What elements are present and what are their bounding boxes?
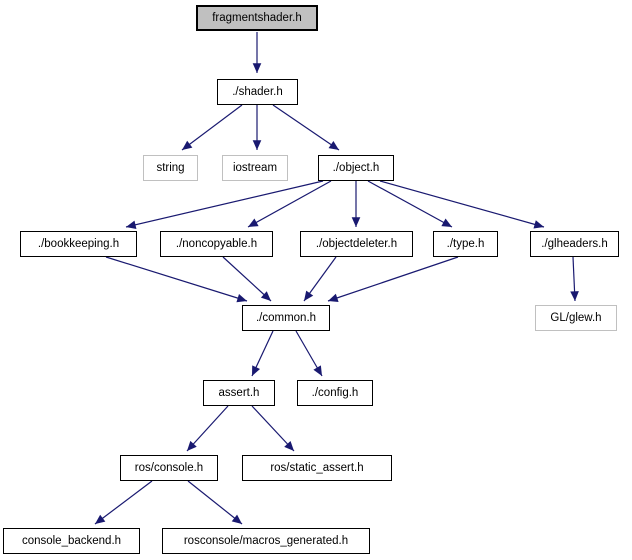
edge-object-to-noncopyable [247,180,332,228]
node-fragmentshader-h: fragmentshader.h [196,5,318,31]
node-glheaders-h[interactable]: ./glheaders.h [530,231,619,257]
edge-object-to-type [367,180,453,228]
edge-glheaders-to-glew [570,256,579,302]
node-rosconsole-macros-generated-h[interactable]: rosconsole/macros_generated.h [162,528,370,554]
edge-bookkeeping-to-common [105,256,248,303]
edge-objectdeleter-to-common [303,256,337,302]
node-object-h[interactable]: ./object.h [318,155,394,181]
edge-object-to-bookkeeping [125,180,324,229]
node-console-backend-h[interactable]: console_backend.h [3,528,140,554]
node-noncopyable-h[interactable]: ./noncopyable.h [160,231,273,257]
node-objectdeleter-h[interactable]: ./objectdeleter.h [300,231,413,257]
edge-assert-to-ros-static-assert [251,405,295,452]
edge-shader-to-string [181,104,243,151]
node-type-h[interactable]: ./type.h [433,231,498,257]
node-gl-glew-h: GL/glew.h [535,305,617,331]
node-string: string [143,155,198,181]
node-iostream: iostream [222,155,288,181]
node-assert-h[interactable]: assert.h [203,380,275,406]
node-ros-console-h[interactable]: ros/console.h [120,455,218,481]
edge-common-to-assert [251,330,274,377]
node-shader-h[interactable]: ./shader.h [217,79,298,105]
node-bookkeeping-h[interactable]: ./bookkeeping.h [20,231,137,257]
node-config-h[interactable]: ./config.h [297,380,373,406]
edge-noncopyable-to-common [222,256,272,302]
edge-ros-console-to-console-backend [94,480,153,525]
edge-shader-to-object [272,104,340,151]
node-common-h[interactable]: ./common.h [242,305,330,331]
edge-assert-to-ros-console [186,405,229,452]
node-ros-static-assert-h[interactable]: ros/static_assert.h [242,455,392,481]
edge-ros-console-to-macros-generated [187,480,243,525]
edge-type-to-common [327,256,459,302]
edge-object-to-glheaders [379,180,545,229]
edge-common-to-config [295,330,323,377]
